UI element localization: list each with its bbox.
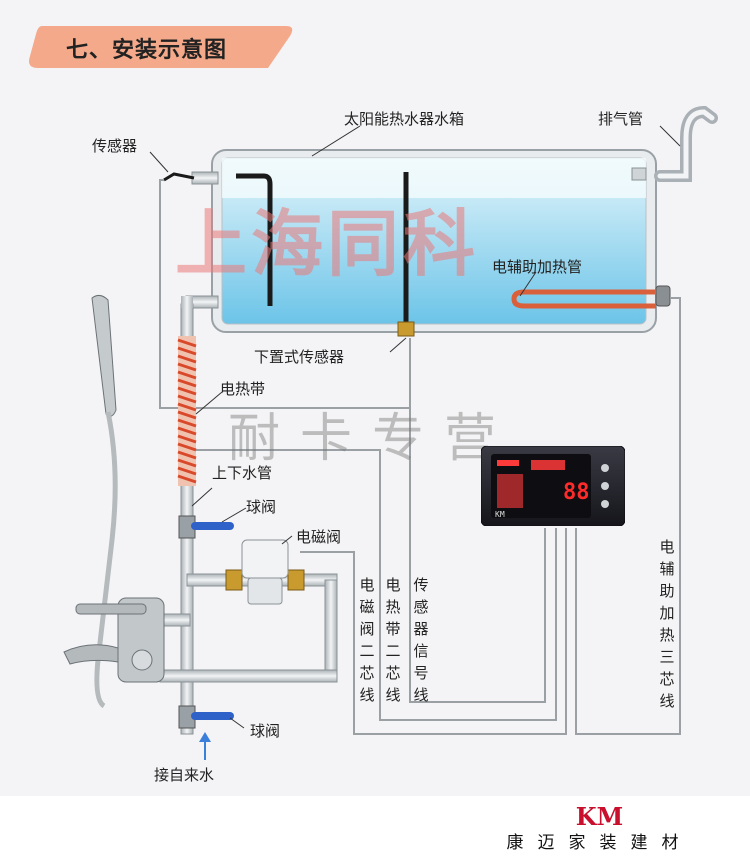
label-sensor-wire: 传感器信号线 xyxy=(413,576,429,704)
leader-lines xyxy=(149,125,681,729)
tank-sensor-port xyxy=(191,171,219,185)
controller-unit: 88 KM xyxy=(480,445,626,527)
label-vent-pipe: 排气管 xyxy=(598,110,644,128)
controller-body xyxy=(480,445,626,527)
label-heat-tape-wire: 电热带二芯线 xyxy=(385,576,401,704)
label-water-inlet: 接自来水 xyxy=(154,766,215,784)
solenoid-valve xyxy=(241,539,289,605)
diagram-canvas xyxy=(63,105,718,760)
wires xyxy=(159,179,681,735)
ball-valve-top xyxy=(178,515,234,539)
label-ball-valve-bottom: 球阀 xyxy=(250,722,281,740)
return-pipe-vertical xyxy=(324,579,338,681)
water-inlet-arrow xyxy=(199,732,211,760)
bottom-strip xyxy=(0,796,449,856)
sensor-cable xyxy=(163,172,195,182)
controller-brand: KM xyxy=(495,510,505,519)
controller-display: 88 xyxy=(563,480,590,505)
page-title: 七、安装示意图 xyxy=(66,38,228,63)
brand-box: KM 康迈家装建材 xyxy=(449,796,750,856)
label-electric-heater: 电辅助加热管 xyxy=(492,258,583,276)
tank-vent-port xyxy=(631,167,647,181)
brand-logo: KM xyxy=(575,802,624,831)
internal-sensor-rod xyxy=(236,173,273,306)
heater-cap xyxy=(655,285,671,307)
label-solenoid-wire: 电磁阀二芯线 xyxy=(359,576,375,704)
label-bottom-sensor: 下置式传感器 xyxy=(254,348,345,366)
electric-heater-element xyxy=(511,289,656,309)
label-sensor: 传感器 xyxy=(92,137,138,155)
brand-name: 康迈家装建材 xyxy=(506,833,693,853)
label-heater-wire: 电辅助加热三芯线 xyxy=(659,538,675,710)
label-solenoid-valve: 电磁阀 xyxy=(296,528,342,546)
brass-fitting-left xyxy=(225,569,243,591)
bottom-sensor-fitting xyxy=(397,321,415,337)
banner-shape xyxy=(29,26,293,68)
watermark-middle: 耐卡专营 xyxy=(228,409,517,469)
label-updown-pipe: 上下水管 xyxy=(212,464,273,482)
label-heat-tape: 电热带 xyxy=(220,380,266,398)
ball-valve-bottom xyxy=(178,705,234,729)
lower-horizontal-pipe xyxy=(159,669,338,683)
label-tank: 太阳能热水器水箱 xyxy=(344,110,465,128)
water-tank xyxy=(211,149,657,333)
brass-fitting-right xyxy=(287,569,305,591)
mixer-faucet xyxy=(63,597,165,683)
title-banner: 七、安装示意图 xyxy=(24,22,294,72)
watermark-top: 上海同科 xyxy=(175,202,480,286)
shower-head xyxy=(91,294,118,709)
label-ball-valve-top: 球阀 xyxy=(246,498,277,516)
heat-tape xyxy=(177,336,197,486)
